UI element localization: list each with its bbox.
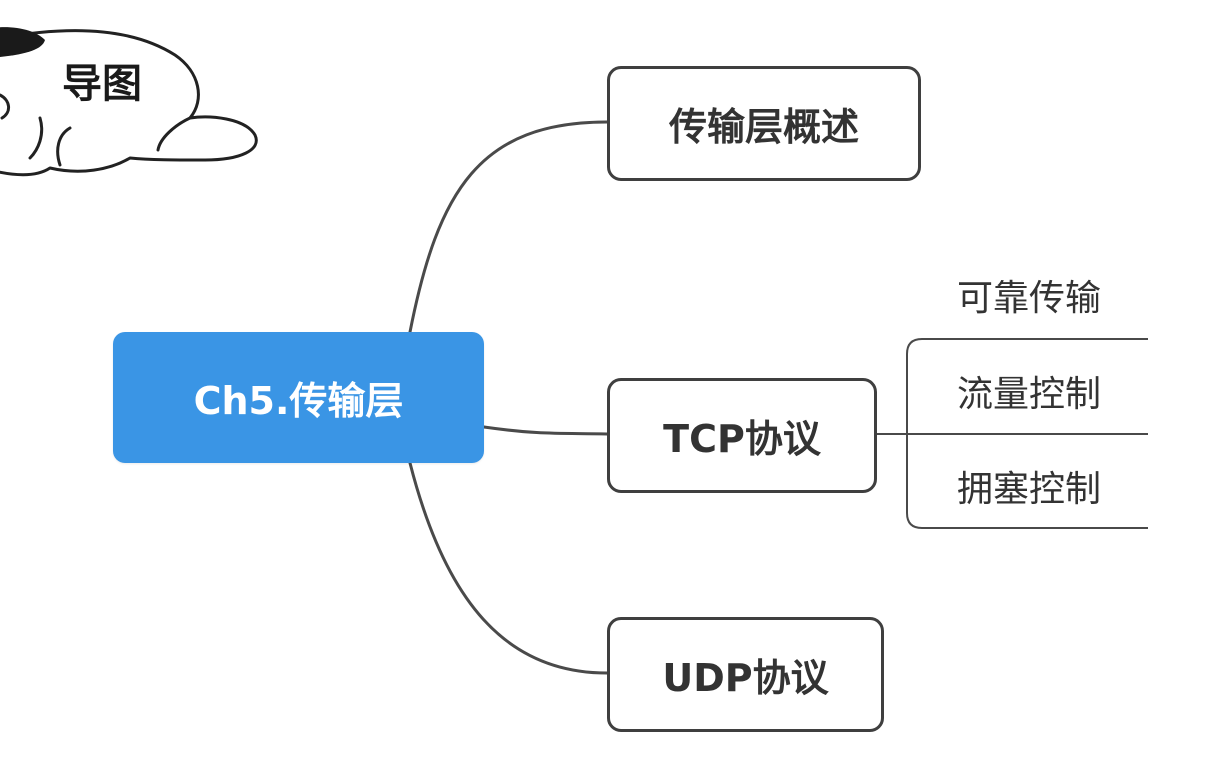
mascot-sticker (0, 27, 258, 177)
topic-node-udp[interactable]: UDP协议 (607, 617, 884, 732)
subtopic-bracket (906, 338, 1148, 529)
subtopic-flow-control[interactable]: 流量控制 (957, 374, 1102, 415)
sticker-label: 导图 (62, 61, 142, 107)
edge-root-to-topic-2 (482, 425, 609, 436)
topic-node-overview[interactable]: 传输层概述 (607, 66, 921, 181)
topic-node-tcp[interactable]: TCP协议 (607, 378, 877, 493)
edge-root-to-topic-1 (408, 120, 609, 334)
subtopic-reliable-transfer[interactable]: 可靠传输 (957, 278, 1102, 319)
edge-root-to-topic-3 (408, 461, 609, 675)
sticker-ear-patch (0, 27, 45, 58)
root-node[interactable]: Ch5.传输层 (113, 332, 484, 463)
subtopic-congestion-control[interactable]: 拥塞控制 (957, 469, 1102, 510)
